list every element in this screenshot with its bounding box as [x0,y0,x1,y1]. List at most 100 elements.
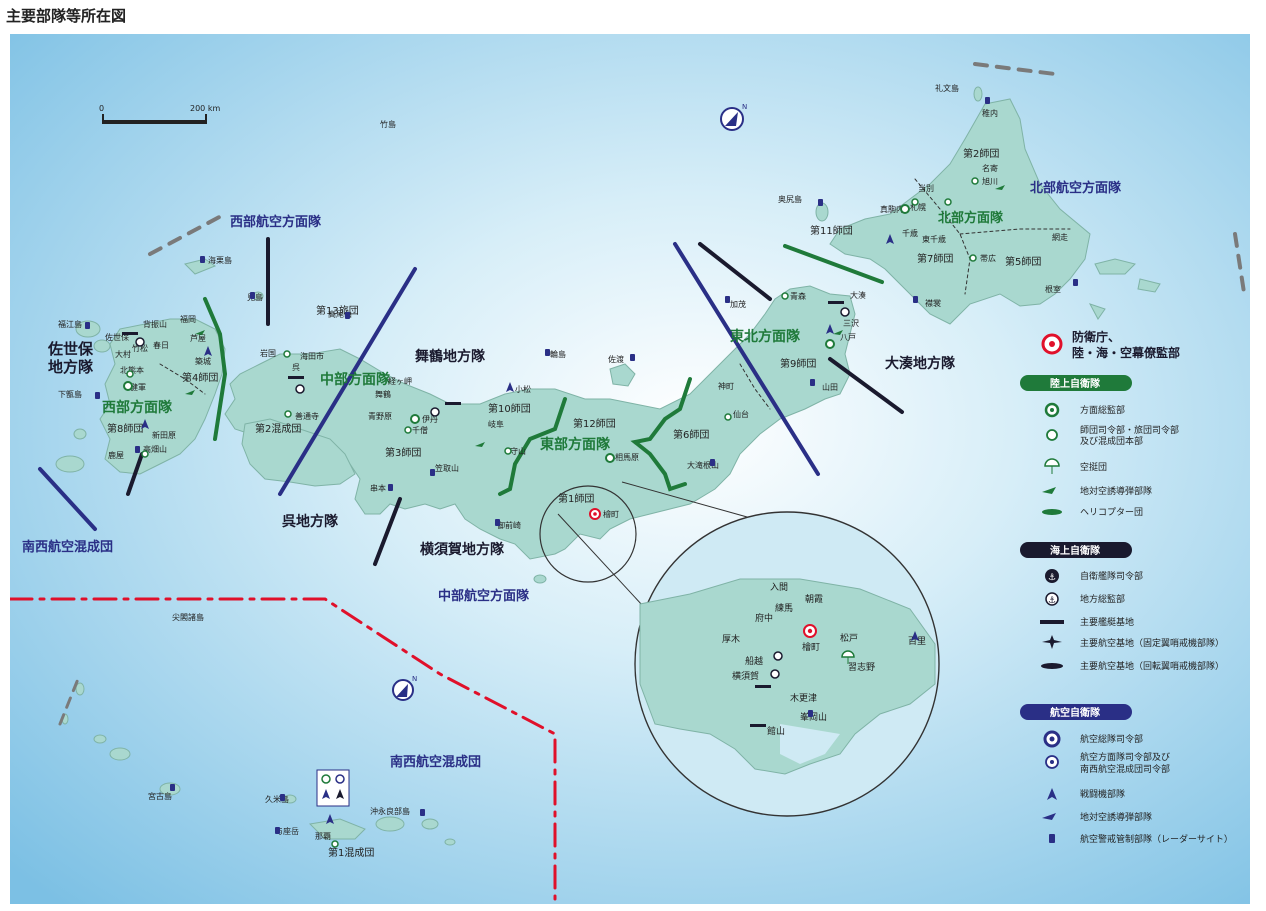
anchor-icon: ⚓ [1048,596,1056,606]
inset-mineokayama: 峯岡山 [800,712,827,723]
place-abashiri: 網走 [1052,232,1068,242]
legend-asdf-item-2a: 航空方面隊司令部及び [1080,751,1170,763]
honshu [224,285,856,560]
compass-north-inset: N [392,675,417,701]
place-naha: 那覇 [315,832,331,841]
legend-asdf-item-4: 地対空誘導弾部隊 [1080,811,1152,823]
sam-icon [185,185,1005,447]
place-yozadake: 与座岳 [275,826,299,836]
place-takematsu: 竹松 [132,343,148,353]
place-labels: 礼文島 稚内 名寄 旭川 当別 真駒内 札幌 千歳 東千歳 奥尻島 帯広 網走 … [58,83,1068,841]
place-itami: 伊丹 [422,414,438,424]
inset-asaka: 朝霞 [805,594,823,605]
place-wajima: 輪島 [550,349,566,359]
place-nemuro: 根室 [1045,284,1061,294]
div-11: 第11師団 [810,224,853,237]
legend-gsdf-item-1: 方面総監部 [1080,404,1125,416]
legend-gsdf-item-3: 空挺団 [1080,461,1107,473]
label-chubu-air: 中部航空方面隊 [438,588,530,604]
place-gifu: 岐阜 [488,419,504,429]
compass-north-main: N [720,103,747,131]
place-kasuga: 春日 [153,340,169,350]
place-kyogamisaki: 経ヶ岬 [388,376,412,386]
inset-nerima: 練馬 [775,602,793,614]
place-obihiro: 帯広 [980,253,996,263]
place-kanoya: 鹿屋 [108,450,124,460]
legend-msdf-item-1: 自衛艦隊司令部 [1080,570,1143,582]
label-ominato: 大湊地方隊 [885,355,956,372]
scale-zero: 0 [99,104,104,113]
inset-iruma: 入間 [770,582,788,593]
scale-end: 200 km [190,104,220,113]
hokkaido [829,98,1091,325]
anchor-icon [135,307,850,679]
inset-kisarazu: 木更津 [790,692,817,704]
inset-tateyama: 館山 [767,725,785,737]
label-tobu-army: 東部方面隊 [540,436,611,453]
inset-fuchu: 府中 [755,612,773,624]
label-yokosuka: 横須賀地方隊 [420,541,505,558]
defense-hq-icon [589,508,601,520]
place-kushimoto: 串本 [370,483,386,493]
div-3: 第3師団 [385,446,421,459]
place-erimo: 襟裳 [925,298,941,308]
div-8: 第8師団 [107,422,143,435]
division-labels: 第2師団 第11師団 第7師団 第5師団 第9師団 第6師団 第12師団 第10… [107,147,1041,505]
place-takigahara: 大滝根山 [687,460,719,470]
place-takeshima: 竹島 [380,119,396,129]
legend-msdf-header: 海上自衛隊 [1050,544,1101,557]
place-unagu: 海栗島 [208,255,232,265]
div-12: 第12師団 [573,417,616,430]
warship-icon [122,301,844,727]
label-chubu-army: 中部方面隊 [320,371,391,388]
scale-bar: 0 200 km [99,104,220,124]
place-moriyama: 守山 [510,446,526,456]
legend-gsdf-item-4: 地対空誘導弾部隊 [1080,485,1152,497]
inset-funakoshi: 船越 [745,655,763,667]
place-fukue: 福江島 [58,319,82,329]
parachute-icon [841,650,855,664]
place-kamo: 加茂 [730,299,746,309]
rebun-island [973,86,983,102]
div-6: 第6師団 [673,428,709,441]
place-yamada: 山田 [822,382,838,392]
place-aomori: 青森 [790,291,806,301]
legend-msdf: 海上自衛隊 ⚓ 自衛艦隊司令部 ⚓ 地方総監部 主要艦艇基地 主要航空基地（固定… [1020,542,1224,672]
legend-gsdf-item-5: ヘリコプター団 [1080,507,1143,518]
div-2: 第2師団 [963,147,999,160]
place-omura: 大村 [115,349,131,359]
label-hokubu-air: 北部航空方面隊 [1030,180,1122,196]
legend-msdf-item-2: 地方総監部 [1080,593,1125,605]
legend-msdf-item-4: 主要航空基地（固定翼哨戒機部隊） [1080,637,1224,649]
label-hokubu-army: 北部方面隊 [938,210,1004,226]
place-shimokoshiki: 下甑島 [58,389,82,399]
boundary-lines [10,62,1247,901]
div-10: 第10師団 [488,402,531,415]
place-ominato: 大湊 [850,290,866,300]
kyushu [99,318,226,475]
inset-matsudo: 松戸 [840,632,858,644]
place-nyutabaru: 新田原 [152,430,176,440]
place-sendai: 仙台 [733,409,749,419]
map-symbols [85,97,1078,848]
place-zentsuji: 善通寺 [295,411,319,421]
place-higashichitose: 東千歳 [922,234,946,244]
label-kure: 呉地方隊 [282,513,339,530]
place-okinoerabu: 沖永良部島 [370,806,410,816]
legend: 防衛庁、 陸・海・空幕僚監部 陸上自衛隊 方面総監部 師団司令部・旅団司令部 及… [1020,329,1233,845]
div-7: 第7師団 [917,252,953,265]
place-kitakumamoto: 北熊本 [120,365,144,375]
place-komatsu: 小松 [515,384,531,394]
inset-circle-small [539,485,637,583]
okinawa-main [308,818,366,840]
place-kengun: 健軍 [130,382,146,392]
page-title: 主要部隊等所在図 [6,7,127,25]
legend-asdf: 航空自衛隊 航空総隊司令部 航空方面隊司令部及び 南西航空混成団司令部 戦闘機部… [1020,704,1233,845]
legend-asdf-item-2b: 南西航空混成団司令部 [1080,763,1170,775]
place-ashiya: 芦屋 [190,333,206,343]
radar-site-icon [85,97,1078,834]
legend-gsdf-header: 陸上自衛隊 [1050,377,1101,390]
label-nansei-air-main: 南西航空混成団 [22,539,113,555]
place-aonohara: 青野原 [368,411,392,421]
place-ichigaya: 檜町 [603,509,619,519]
